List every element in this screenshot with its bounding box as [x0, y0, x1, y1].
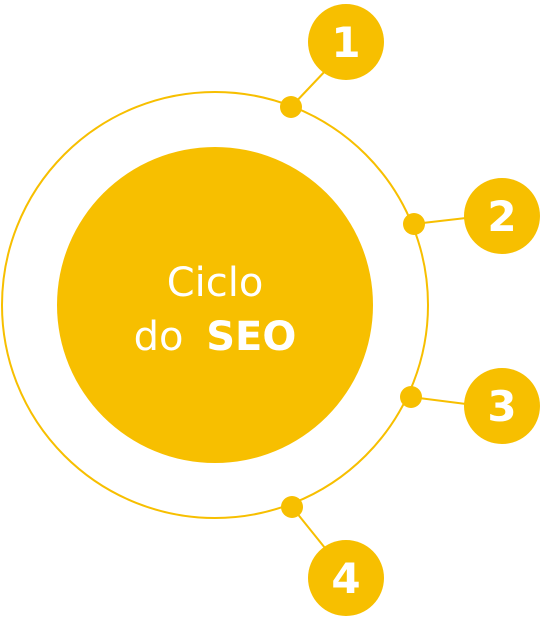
step-1: 1 [280, 4, 384, 118]
step-4-badge [308, 540, 384, 616]
step-2-badge [464, 178, 540, 254]
step-3: 3 [400, 368, 540, 444]
step-4-number: 4 [331, 554, 360, 603]
step-4: 4 [281, 496, 384, 616]
center-subtitle-bold: SEO [206, 314, 296, 360]
center-title: Ciclo [167, 260, 264, 306]
center-subtitle-prefix: do [134, 314, 184, 360]
step-1-badge [308, 4, 384, 80]
outer-ring [1, 91, 429, 519]
step-2: 2 [403, 178, 540, 254]
step-4-anchor-dot [281, 496, 303, 518]
step-3-number: 3 [487, 382, 516, 431]
center-subtitle: do SEO [134, 314, 297, 360]
step-1-anchor-dot [280, 96, 302, 118]
step-1-number: 1 [331, 18, 360, 67]
step-2-anchor-dot [403, 213, 425, 235]
step-2-number: 2 [487, 192, 516, 241]
center-circle [57, 147, 373, 463]
step-3-badge [464, 368, 540, 444]
step-3-anchor-dot [400, 386, 422, 408]
